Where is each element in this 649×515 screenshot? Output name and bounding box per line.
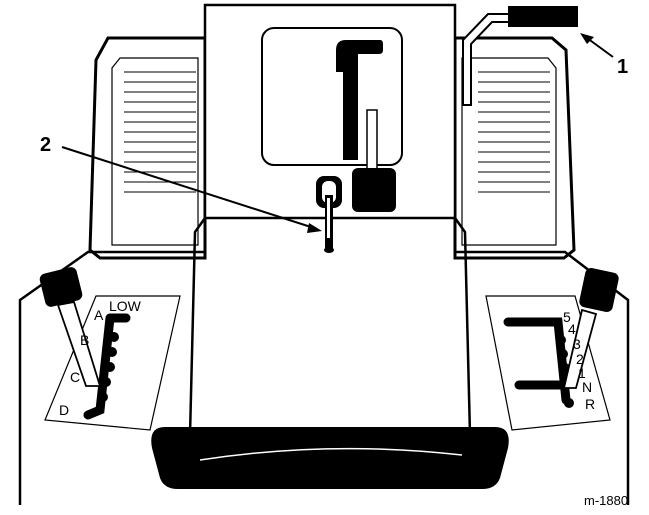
- gear-label-c: C: [70, 369, 80, 385]
- gear-label-1: 1: [578, 365, 586, 381]
- gear-label-low: LOW: [109, 298, 142, 314]
- gear-label-5: 5: [563, 309, 571, 325]
- left-shift-lever: [39, 267, 102, 387]
- callout-2-leader: [61, 146, 322, 233]
- gear-label-4: 4: [568, 321, 576, 337]
- gear-label-a: A: [94, 307, 104, 323]
- seat: [151, 427, 509, 489]
- throttle-lever: [316, 176, 342, 253]
- gear-label-2: 2: [576, 351, 584, 367]
- right-shift-lever: [562, 268, 619, 389]
- gear-label-3: 3: [573, 336, 581, 352]
- fender-lever: [462, 6, 578, 106]
- gear-label-d: D: [59, 402, 69, 418]
- center-console: [203, 3, 457, 220]
- right-fender-panel: [453, 36, 576, 260]
- tilt-lever: [336, 40, 396, 212]
- gear-label-r: R: [585, 396, 595, 412]
- callout-1-label: 1: [617, 56, 628, 78]
- gear-label-n: N: [582, 379, 592, 395]
- gear-label-b: B: [80, 332, 89, 348]
- left-fender-panel: [88, 36, 207, 260]
- callout-2-label: 2: [40, 134, 51, 156]
- callout-1-leader: [580, 33, 614, 58]
- left-gate-plate: [44, 295, 181, 431]
- figure-reference: m-1880: [584, 493, 628, 508]
